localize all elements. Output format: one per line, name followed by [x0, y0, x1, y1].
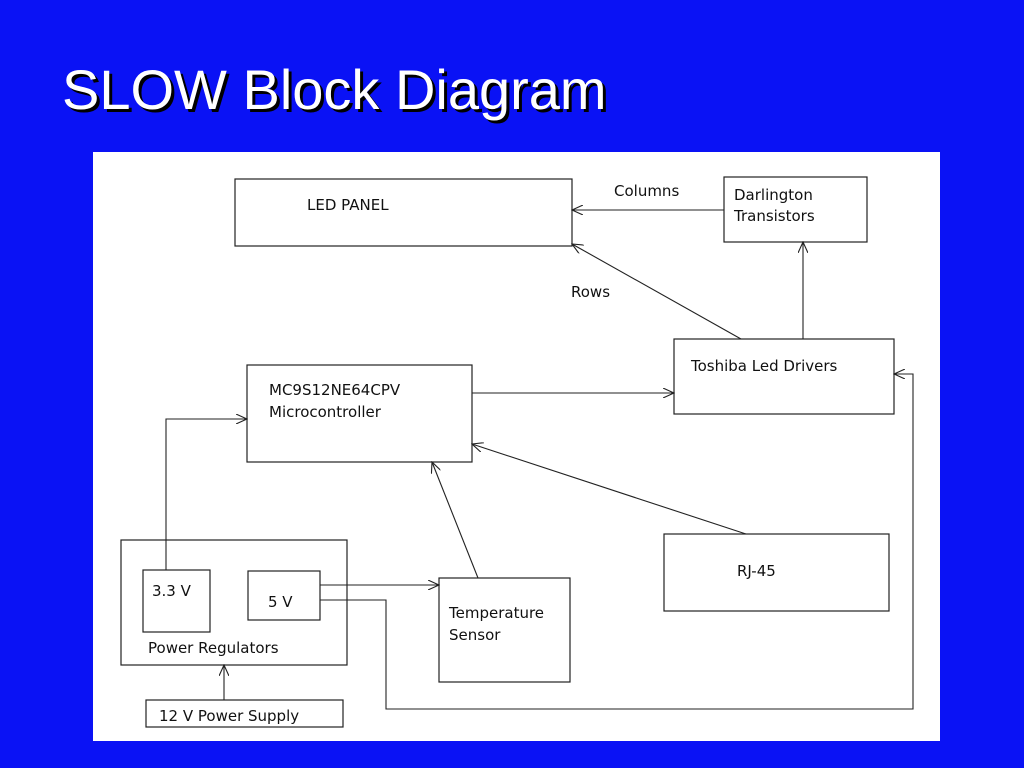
- mcu-label-line2: Microcontroller: [269, 403, 382, 421]
- rj45-block: RJ-45: [663, 533, 890, 612]
- power-supply-label: 12 V Power Supply: [159, 707, 299, 725]
- power-regulators-label: Power Regulators: [148, 639, 279, 657]
- regulator-5v-label: 5 V: [268, 593, 293, 611]
- slide-title: SLOW Block Diagram: [62, 58, 607, 121]
- rj45-label: RJ-45: [737, 562, 776, 580]
- darlington-label-line1: Darlington: [734, 186, 813, 204]
- connector-toshiba-to-led-panel: [572, 244, 742, 340]
- regulator-5v-block: 5 V: [247, 570, 321, 621]
- temperature-sensor-block: Temperature Sensor: [438, 577, 571, 683]
- led-panel-label: LED PANEL: [307, 196, 389, 214]
- regulator-3v3-label: 3.3 V: [152, 582, 192, 600]
- rows-label: Rows: [571, 283, 610, 301]
- temperature-sensor-label-line1: Temperature: [448, 604, 544, 622]
- toshiba-led-drivers-block: Toshiba Led Drivers: [673, 338, 895, 415]
- power-supply-12v-block: 12 V Power Supply: [145, 699, 344, 728]
- darlington-transistors-block: Darlington Transistors: [723, 176, 868, 243]
- microcontroller-block: MC9S12NE64CPV Microcontroller: [246, 364, 473, 463]
- mcu-label-line1: MC9S12NE64CPV: [269, 381, 401, 399]
- connector-3v3-to-mcu: [165, 419, 247, 570]
- toshiba-label: Toshiba Led Drivers: [690, 357, 838, 375]
- block-diagram-canvas: LED PANEL Darlington Transistors Toshiba…: [120, 176, 914, 728]
- temperature-sensor-label-line2: Sensor: [449, 626, 501, 644]
- regulator-3v3-block: 3.3 V: [142, 569, 211, 633]
- block-diagram: LED PANEL Darlington Transistors Toshiba…: [93, 152, 940, 741]
- columns-label: Columns: [614, 182, 679, 200]
- connector-rj45-to-mcu: [472, 444, 747, 535]
- darlington-label-line2: Transistors: [733, 207, 815, 225]
- connector-temperature-sensor-to-mcu: [432, 462, 479, 579]
- connector-5v-to-toshiba: [320, 374, 914, 710]
- led-panel-block: LED PANEL: [234, 178, 573, 247]
